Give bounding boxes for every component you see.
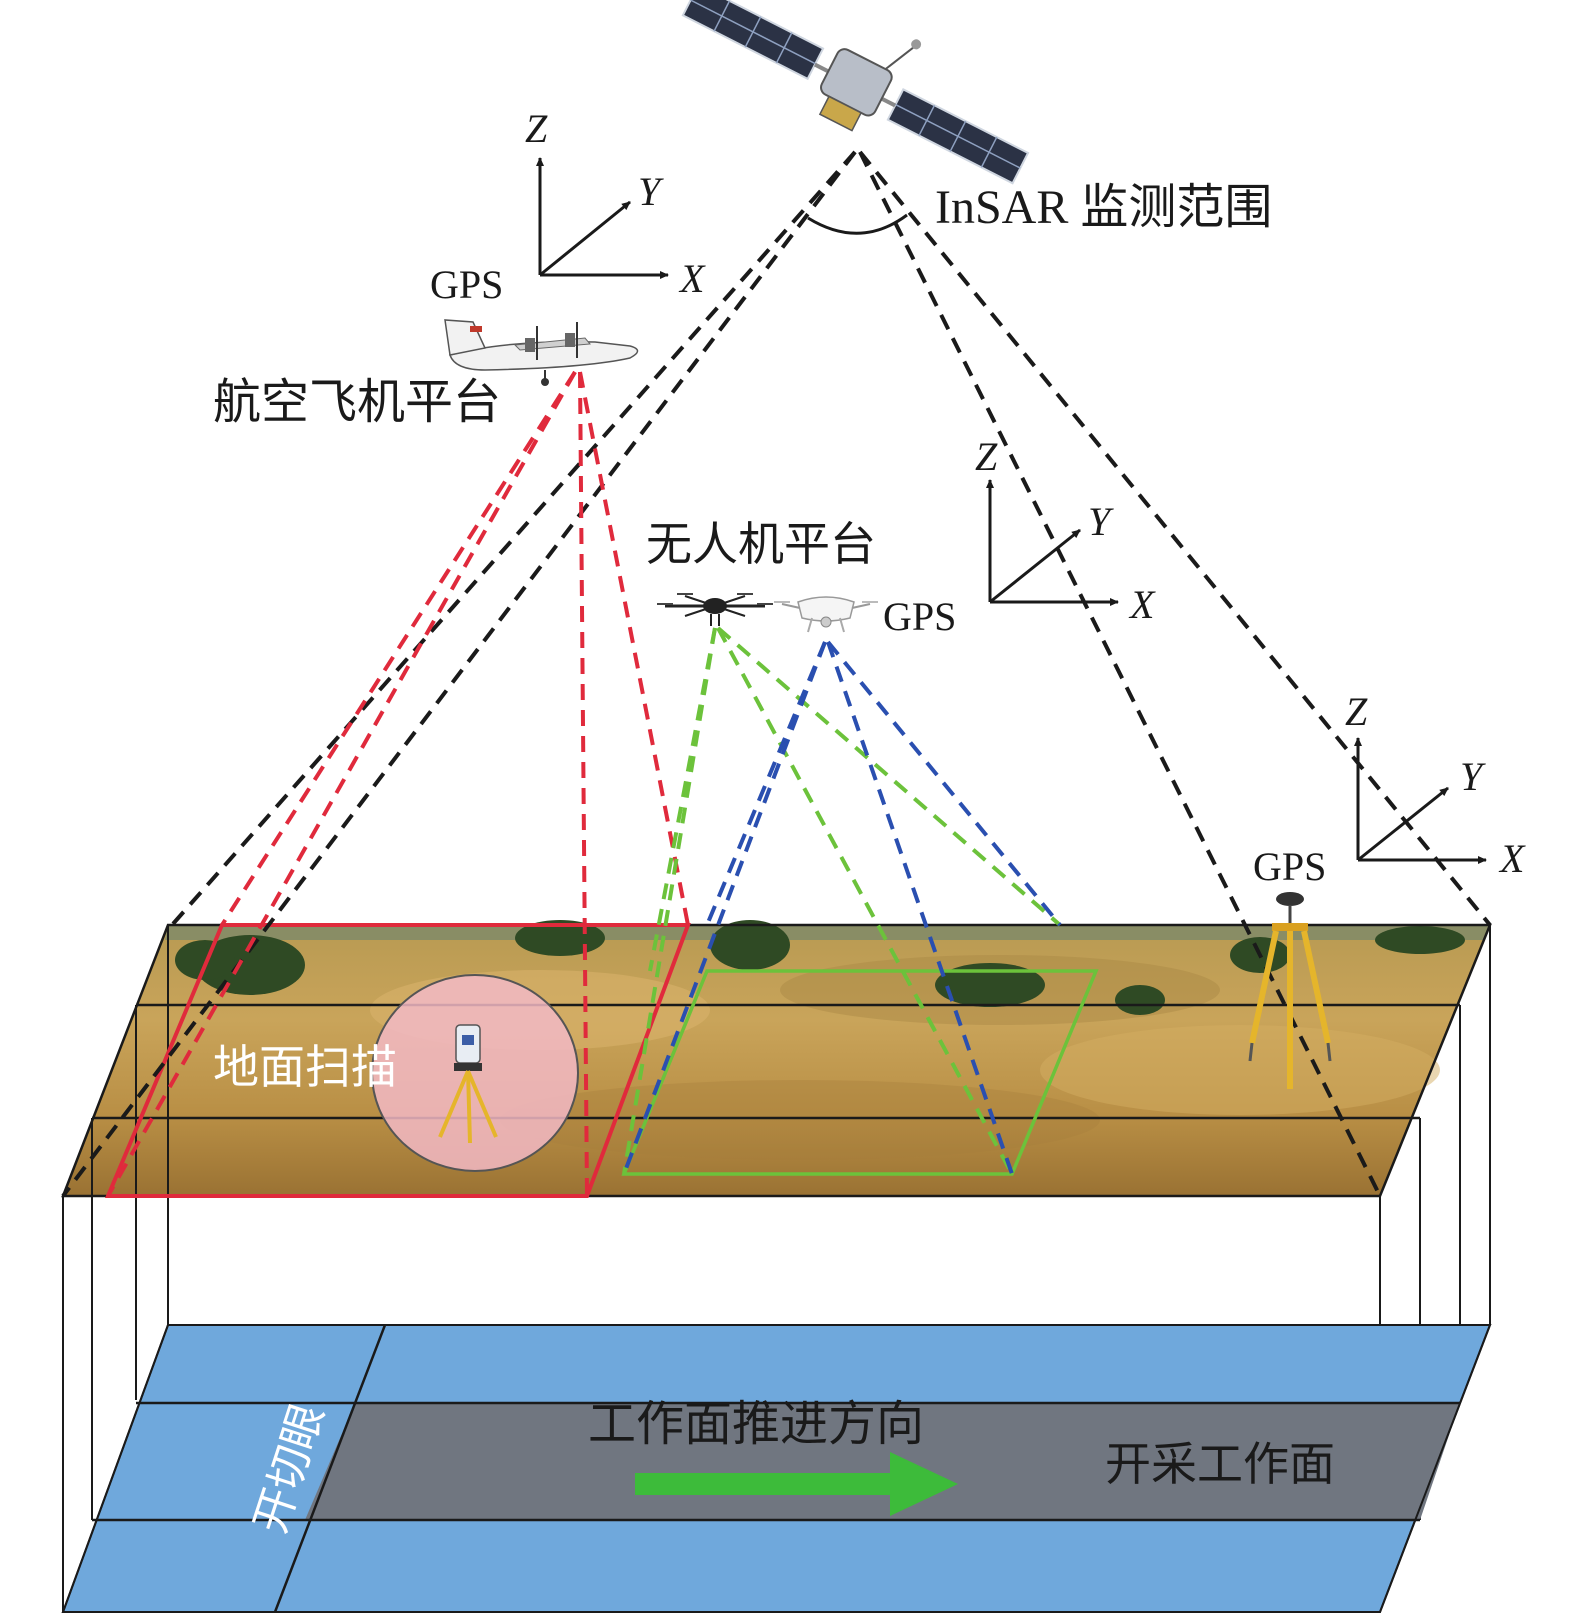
hill	[500, 1080, 1100, 1160]
ground-scan-zone	[372, 975, 578, 1171]
axis-x-label: X	[678, 256, 706, 301]
axis-z-label: Z	[525, 106, 548, 151]
axis-x-label: X	[1498, 836, 1526, 881]
gps-label-aircraft: GPS	[430, 262, 503, 307]
hill	[1040, 1025, 1440, 1115]
insar-range-label: InSAR 监测范围	[935, 181, 1272, 234]
satellite-icon	[671, 0, 1051, 206]
advance-direction-label: 工作面推进方向	[588, 1398, 924, 1451]
scan-circle	[372, 975, 578, 1171]
axis-x-label: X	[1128, 582, 1156, 627]
axis-y-label: Y	[638, 169, 664, 214]
axis-y-label: Y	[1460, 754, 1486, 799]
gps-label-ground: GPS	[1253, 844, 1326, 889]
uav-platform-label: 无人机平台	[646, 519, 876, 570]
mining-face-label: 开采工作面	[1105, 1439, 1335, 1490]
axis-z-label: Z	[975, 434, 998, 479]
axis-z-label: Z	[1345, 689, 1368, 734]
ground-scan-label: 地面扫描	[213, 1042, 397, 1093]
insar-angle-arc	[808, 215, 907, 233]
aircraft-platform-label: 航空飞机平台	[213, 376, 501, 429]
gps-label-uav: GPS	[883, 594, 956, 639]
uav-quadcopter-icon	[774, 597, 878, 632]
uav-hexacopter-icon	[657, 594, 773, 626]
axis-y-label: Y	[1088, 499, 1114, 544]
